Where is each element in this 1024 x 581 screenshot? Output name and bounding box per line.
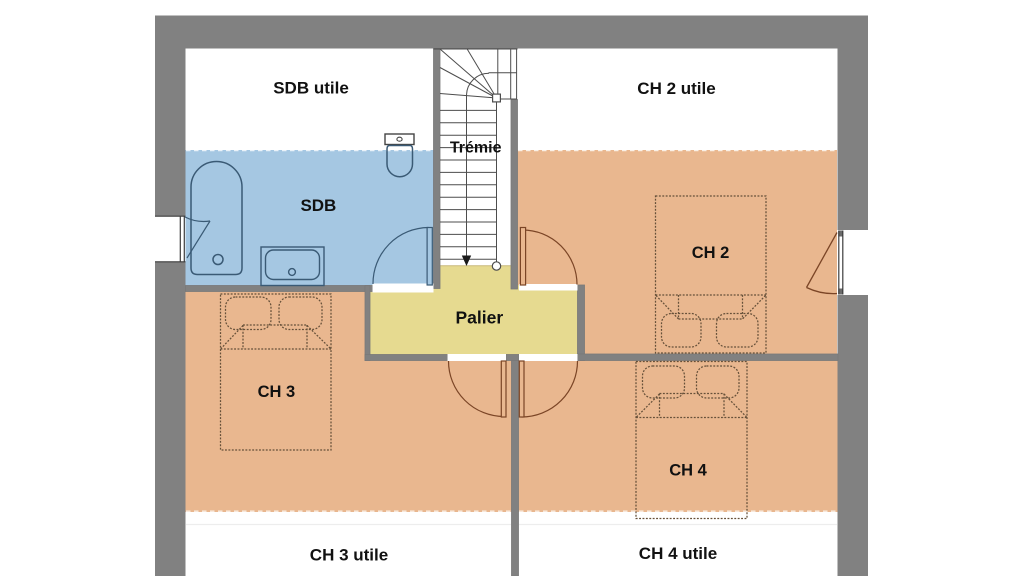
svg-text:SDB utile: SDB utile <box>273 79 349 98</box>
svg-text:CH 3 utile: CH 3 utile <box>310 546 388 565</box>
svg-text:CH 4 utile: CH 4 utile <box>639 544 717 563</box>
svg-text:SDB: SDB <box>300 196 336 215</box>
svg-text:CH 4: CH 4 <box>669 462 707 480</box>
svg-text:CH 3: CH 3 <box>258 383 296 401</box>
svg-text:CH 2 utile: CH 2 utile <box>637 79 715 98</box>
svg-text:CH 2: CH 2 <box>692 244 730 262</box>
svg-text:Trémie: Trémie <box>450 140 502 157</box>
svg-text:Palier: Palier <box>455 308 503 328</box>
